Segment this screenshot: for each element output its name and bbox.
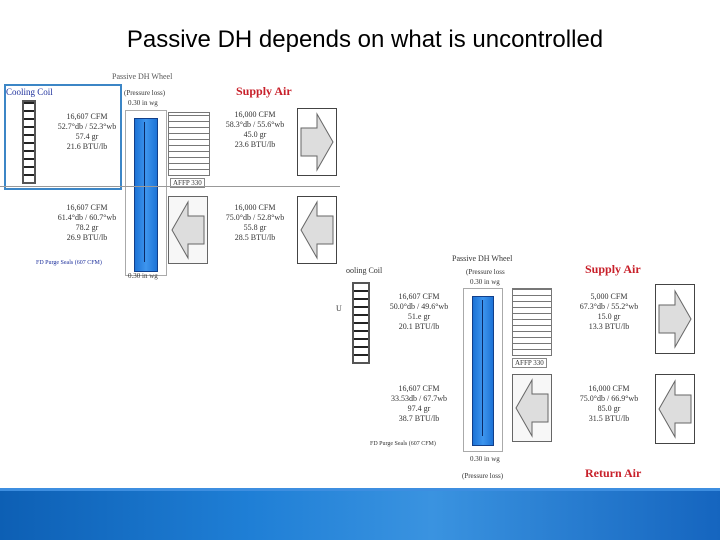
lower-wheel-axle — [482, 300, 483, 436]
upper-wheel-frame — [125, 110, 167, 276]
upper-cooling-coil-label: Cooling Coil — [6, 87, 53, 97]
upper-pressure-bottom: 0.30 in wg — [128, 272, 158, 280]
upper-pressure-top: 0.30 in wg — [128, 99, 158, 107]
lower-coil-icon — [352, 282, 370, 364]
lower-pressure-loss-top: (Pressure loss — [466, 268, 505, 276]
slide-title: Passive DH depends on what is uncontroll… — [126, 26, 604, 53]
upper-divider — [0, 186, 340, 187]
upper-wheel-title: Passive DH Wheel — [112, 72, 173, 81]
lower-pressure-loss-bottom: (Pressure loss) — [462, 472, 504, 480]
lower-dh-wheel — [472, 296, 494, 446]
upper-return-right-arrow-icon — [297, 196, 337, 264]
lower-cooling-coil-label: ooling Coil — [346, 266, 383, 275]
upper-supply-air-label: Supply Air — [236, 84, 292, 98]
upper-pressure-loss-top: (Pressure loss) — [124, 89, 166, 97]
lower-affp-label: AFFP 330 — [512, 358, 547, 368]
lower-wheel-title: Passive DH Wheel — [452, 254, 513, 263]
lower-supply-arrow-icon — [655, 284, 695, 354]
lower-return-right-arrow-icon — [655, 374, 695, 444]
upper-supply-arrow-icon — [297, 108, 337, 176]
lower-pressure-bottom: 0.30 in wg — [470, 455, 500, 463]
lower-fan-icon — [512, 288, 552, 356]
footer-bar — [0, 488, 720, 540]
upper-return-arrow-icon — [168, 196, 208, 264]
lower-purge-label: FD Purge Seals (607 CFM) — [370, 441, 436, 447]
lower-wheel-frame — [463, 288, 503, 452]
lower-supply-air-label: Supply Air — [585, 262, 641, 276]
lower-return-air-label: Return Air — [585, 466, 642, 480]
lower-left-mark: U — [336, 304, 342, 313]
lower-return-arrow-icon — [512, 374, 552, 442]
upper-fan-icon — [168, 112, 210, 176]
upper-affp-label: AFFP 330 — [170, 178, 205, 188]
upper-cooling-coil-box — [4, 84, 122, 190]
upper-wheel-axle — [144, 122, 145, 262]
upper-purge-label: FD Purge Seals (607 CFM) — [36, 260, 102, 266]
lower-pressure-top: 0.30 in wg — [470, 278, 500, 286]
upper-coil-icon — [22, 100, 36, 184]
upper-dh-wheel — [134, 118, 158, 272]
